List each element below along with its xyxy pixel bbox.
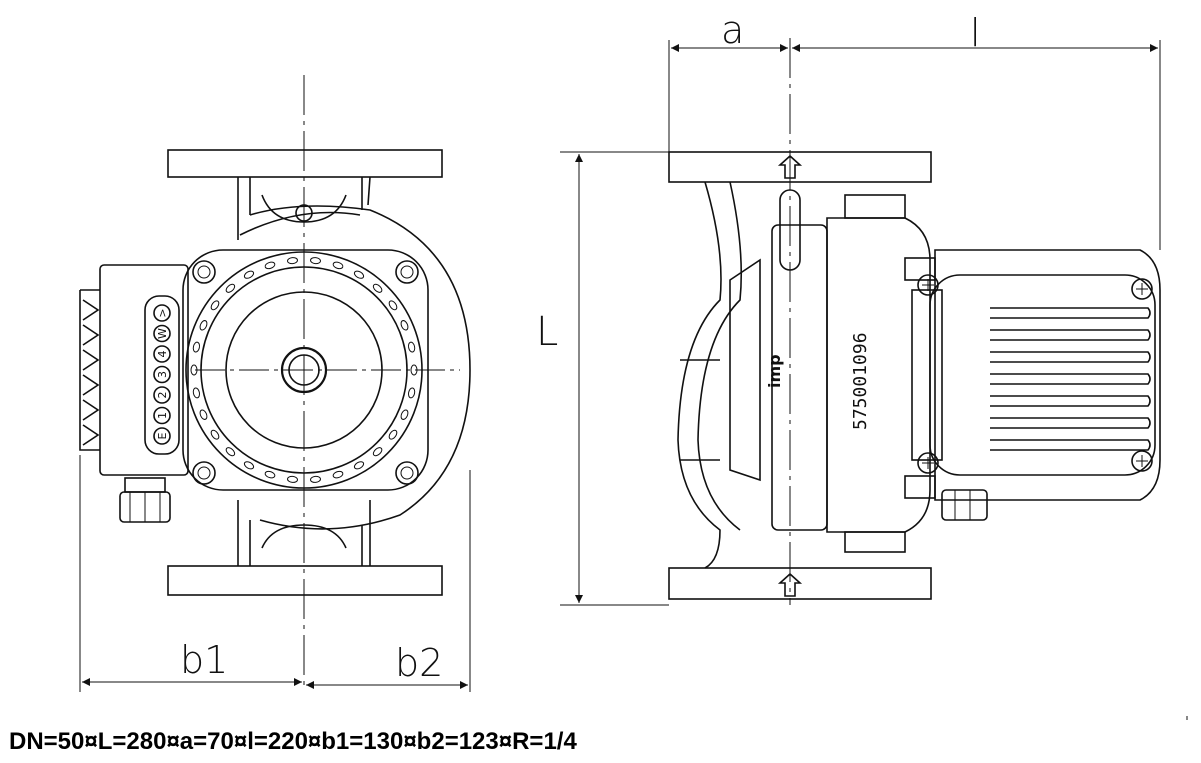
- serial-number: 575001096: [850, 332, 871, 430]
- control-panel: > W 4 3 2 1E: [153, 304, 171, 445]
- panel-indicator-label: 1: [156, 412, 169, 419]
- motor-fin: [990, 395, 1151, 407]
- panel-indicator-label: W: [156, 328, 169, 339]
- rotor-slot-ring: [190, 257, 418, 483]
- rotor-slot: [400, 409, 409, 420]
- housing-bolt: [395, 461, 419, 485]
- panel-indicator-label: 4: [156, 351, 169, 358]
- rotor-slot: [310, 257, 321, 265]
- rotor-slot: [225, 283, 236, 293]
- rotor-slot: [410, 364, 418, 376]
- rotor-slot: [287, 475, 298, 483]
- motor-fin: [990, 373, 1151, 385]
- motor-fin: [990, 439, 1151, 451]
- rotor-slot: [372, 447, 383, 457]
- rotor-slot: [243, 270, 255, 279]
- rotor-slot: [210, 300, 220, 311]
- spec-caption: DN=50¤L=280¤a=70¤l=220¤b1=130¤b2=123¤R=1…: [9, 728, 577, 755]
- motor-screw: [1131, 450, 1153, 472]
- rotor-slot: [225, 447, 236, 457]
- rotor-slot: [199, 409, 208, 420]
- dim-label-b2: b2: [395, 641, 443, 685]
- rotor-slot: [400, 320, 409, 331]
- motor-screw: [917, 452, 939, 474]
- rotor-slot: [210, 429, 220, 440]
- rotor-slot: [372, 283, 383, 293]
- panel-indicator-circle: [153, 324, 171, 343]
- panel-indicator-label: 3: [156, 371, 169, 378]
- dim-label-L: L: [536, 309, 558, 355]
- rotor-slot: [353, 461, 365, 470]
- panel-indicator-circle: [153, 345, 171, 363]
- side-view: 575001096 imp a l L: [536, 8, 1161, 606]
- rotor-slot: [287, 257, 298, 265]
- front-view: > W 4 3 2 1E b1 b2: [79, 75, 471, 692]
- housing-bolt: [192, 461, 216, 485]
- rotor-slot: [243, 461, 255, 470]
- rotor-slot: [353, 270, 365, 279]
- panel-indicator-circle: [153, 365, 171, 384]
- housing-bolt: [192, 260, 216, 284]
- rotor-slot: [407, 341, 416, 353]
- rotor-slot: [388, 429, 398, 440]
- motor-fin: [990, 417, 1151, 429]
- motor-screw: [1131, 278, 1153, 300]
- housing-bolt: [295, 204, 313, 222]
- rotor-slot: [190, 364, 198, 376]
- motor-fins: [990, 307, 1151, 451]
- rotor-slot: [264, 470, 276, 479]
- dim-label-l: l: [970, 11, 981, 55]
- rotor-slot: [199, 320, 208, 331]
- panel-indicator-label: 2: [156, 392, 169, 399]
- rotor-slot: [332, 261, 344, 270]
- dim-label-a: a: [721, 8, 744, 52]
- rotor-slot: [264, 261, 276, 270]
- panel-indicator-circle: [153, 304, 171, 322]
- cooling-fins: [82, 299, 100, 446]
- brand-mark: imp: [765, 354, 784, 388]
- panel-indicator-circle: [153, 427, 171, 445]
- rotor-slot: [407, 387, 416, 399]
- rotor-slot: [192, 387, 201, 399]
- rotor-slot: [192, 341, 201, 353]
- motor-fin: [990, 307, 1151, 319]
- dim-label-b1: b1: [180, 638, 228, 682]
- rotor-slot: [310, 475, 321, 483]
- motor-fin: [990, 351, 1151, 363]
- panel-indicator-label: E: [156, 432, 169, 439]
- panel-indicator-circle: [153, 386, 171, 404]
- rotor-slot: [388, 300, 398, 311]
- panel-indicator-label: >: [156, 308, 169, 317]
- housing-bolt: [395, 260, 419, 284]
- motor-screw: [917, 274, 939, 296]
- motor-fin: [990, 329, 1151, 341]
- rotor-slot: [332, 470, 344, 479]
- panel-indicator-circle: [153, 406, 171, 425]
